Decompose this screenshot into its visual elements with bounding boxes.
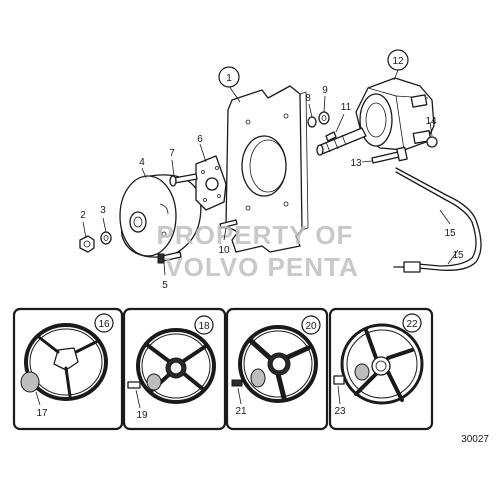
- drawing-number: 30027: [461, 434, 489, 445]
- hardware-parts: [79, 111, 337, 264]
- leader-lines: [82, 69, 459, 276]
- steering-cable: [393, 167, 482, 273]
- callout-9: 9: [322, 85, 328, 96]
- callout-19: 19: [136, 410, 148, 421]
- callout-6: 6: [197, 134, 203, 145]
- horn-button-17: [20, 371, 40, 393]
- callout-circle-20: [301, 315, 321, 335]
- wheel-panel-22: 22 23: [328, 307, 434, 431]
- callout-circle-18: [194, 315, 214, 335]
- callout-7: 7: [169, 148, 175, 159]
- callout-3: 3: [100, 205, 106, 216]
- callout-13: 13: [350, 158, 362, 169]
- horn-button-21: [231, 379, 243, 387]
- wheel-panel-20: 20 21: [225, 307, 329, 431]
- watermark-line-1: PROPERTY OF: [157, 220, 354, 250]
- callout-8: 8: [305, 93, 311, 104]
- callout-4: 4: [139, 157, 145, 168]
- callout-15-lower: 15: [452, 250, 464, 261]
- callout-10: 10: [218, 245, 230, 256]
- callout-14: 14: [425, 116, 437, 127]
- horn-button-19: [127, 381, 141, 389]
- callout-circle-12: [387, 49, 409, 71]
- callout-17: 17: [36, 408, 48, 419]
- callout-1: 1: [226, 73, 232, 84]
- callout-20: 20: [305, 321, 317, 332]
- bulkhead-plate: [225, 85, 309, 253]
- callout-22: 22: [406, 319, 418, 330]
- adapter-plate: [195, 155, 227, 211]
- callout-12: 12: [392, 56, 404, 67]
- callout-circle-16: [94, 313, 114, 333]
- callout-11: 11: [341, 102, 352, 113]
- helm-unit: [316, 77, 438, 164]
- callout-18: 18: [198, 321, 210, 332]
- horn-button-23: [333, 375, 345, 385]
- callout-circle-22: [402, 313, 422, 333]
- wheel-panel-18: 18 19: [122, 307, 227, 431]
- callout-21: 21: [235, 406, 247, 417]
- watermark-line-2: VOLVO PENTA: [165, 252, 359, 282]
- callout-23: 23: [334, 406, 346, 417]
- callout-5: 5: [162, 280, 168, 291]
- wheel-hub: [119, 174, 202, 258]
- callout-2: 2: [80, 210, 86, 221]
- callout-circle-1: [218, 66, 240, 88]
- callout-15-upper: 15: [444, 228, 456, 239]
- callout-16: 16: [98, 319, 110, 330]
- wheel-panel-16: 16 17: [12, 307, 124, 431]
- upper-callouts: 1 2 3 4 5 6 7 8 9 10 11 12 13 14 15 15: [80, 49, 464, 291]
